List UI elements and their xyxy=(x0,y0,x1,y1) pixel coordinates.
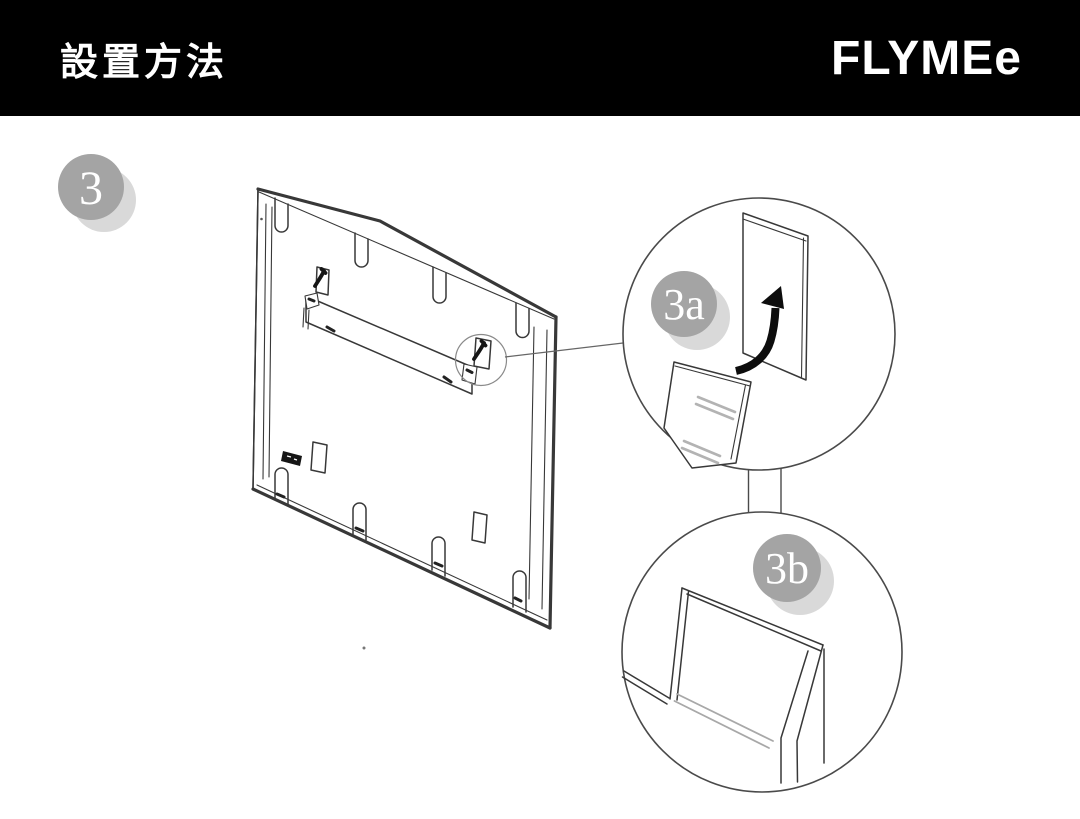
keyhole-slot xyxy=(274,467,289,506)
keyhole-slot xyxy=(274,197,289,233)
highlight-circle xyxy=(454,333,508,387)
flap-right-edge xyxy=(780,644,824,784)
brand-sticker-marks xyxy=(286,455,298,461)
leader-line xyxy=(504,342,624,358)
hook-bracket-right xyxy=(461,337,492,385)
rect-cutout xyxy=(310,441,328,474)
page-title: 設置方法 xyxy=(60,41,229,84)
slot-seam-lines xyxy=(673,693,774,749)
rail-screw-slots xyxy=(325,325,453,384)
keyhole-slot xyxy=(512,570,527,613)
hook-bracket-left xyxy=(302,266,330,330)
panel-top-edge xyxy=(256,187,558,319)
panel-bottom-edge xyxy=(251,487,552,630)
brand-sticker xyxy=(281,451,302,466)
panel-back-view xyxy=(251,187,558,650)
lift-arrow-shaft xyxy=(734,307,780,375)
bracket-hatch-lines xyxy=(680,395,737,465)
keyhole-slot xyxy=(431,536,446,577)
detail-badge-3a-circle xyxy=(651,271,717,337)
flap-top-edge xyxy=(681,587,824,652)
corner-slot-closeup xyxy=(621,587,825,784)
screw-dot xyxy=(260,217,263,221)
slot-rail-lines xyxy=(621,670,670,705)
frame-bottom-inner-line xyxy=(256,484,548,621)
bracket-foot xyxy=(461,363,478,385)
detail-badge-3a-label: 3a xyxy=(663,280,705,329)
keyhole-slot xyxy=(515,302,530,339)
header-bar: 設置方法 FLYMEe xyxy=(0,0,1080,116)
detail-badge-3b-circle xyxy=(753,534,821,602)
frame-right-inner-lines xyxy=(528,326,548,610)
bracket-foot-mark xyxy=(465,368,474,374)
step-badge: 3 xyxy=(58,154,136,232)
brand-logo: FLYMEe xyxy=(831,31,1022,85)
panel-left-edge xyxy=(252,188,259,490)
step-badge-label: 3 xyxy=(79,162,103,215)
rect-cutout xyxy=(471,511,488,544)
bracket-closeup-folds xyxy=(674,365,751,460)
keyhole-slot xyxy=(432,266,447,304)
connector-lines xyxy=(747,468,782,513)
lift-arrow-head xyxy=(761,286,784,309)
frame-left-inner-lines xyxy=(262,203,273,480)
flap-left-edge xyxy=(669,587,690,701)
keyhole-slot xyxy=(352,502,367,541)
detail-badge-3b-label: 3b xyxy=(765,544,809,593)
bracket-foot-mark xyxy=(307,297,316,303)
frame-top-inner-line xyxy=(258,191,555,320)
detail-circle-3a: 3a xyxy=(622,197,896,471)
keyhole-slot xyxy=(354,232,369,268)
detail-circle-3b: 3b xyxy=(621,511,903,793)
bracket-foot-legs xyxy=(302,307,310,330)
panel-right-edge xyxy=(548,315,558,630)
slot-bottom-marks xyxy=(275,492,523,603)
bracket-hook-tip xyxy=(319,267,328,275)
bracket-hook-tip xyxy=(479,339,488,348)
floor-dot xyxy=(362,646,366,650)
mirror-slot-plate-inner xyxy=(742,218,807,378)
mounting-rail xyxy=(305,295,473,395)
step-badge-circle xyxy=(58,154,124,220)
